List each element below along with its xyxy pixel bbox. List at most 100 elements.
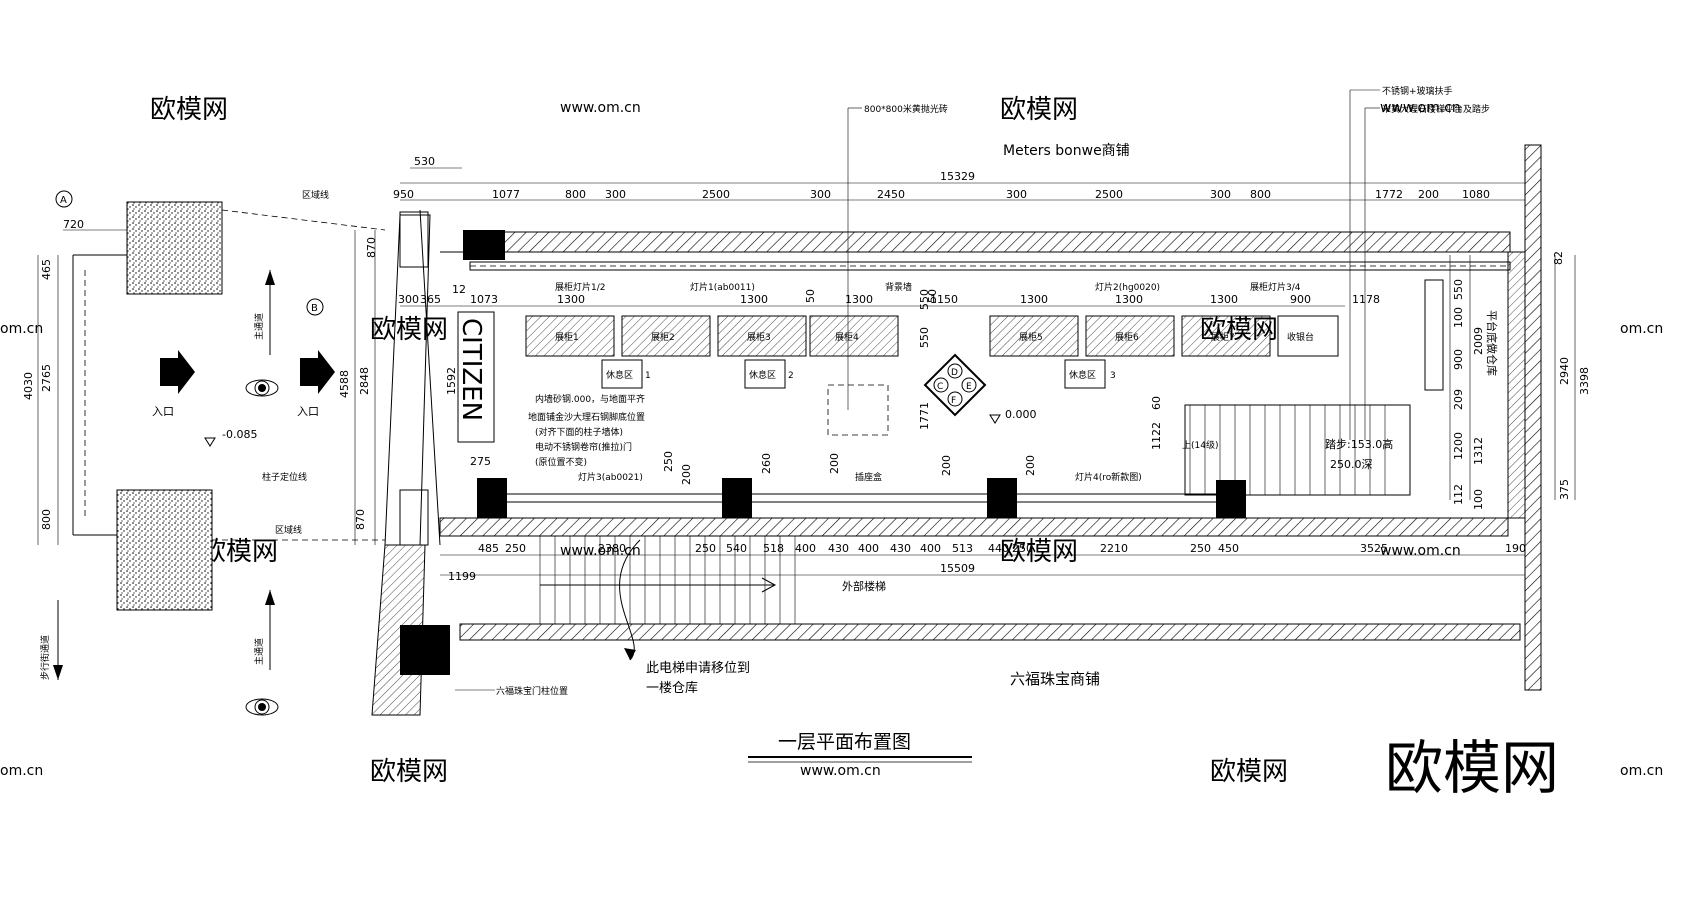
dim-right: 100 bbox=[1452, 307, 1465, 328]
entry-note: (原位置不变) bbox=[535, 456, 587, 468]
showcase-label: 展柜7 bbox=[1211, 331, 1235, 343]
dimensions-bottom: 485 250 2380 250 540 518 400 430 400 430… bbox=[440, 542, 1526, 576]
dim-misc: 200 bbox=[1024, 455, 1037, 476]
dim-right: 2009 bbox=[1472, 327, 1485, 355]
dim-misc: 200 bbox=[680, 464, 693, 485]
watermark-text: om.cn bbox=[0, 763, 43, 779]
entry-note: 内墙砂钢.000，与地面平齐 bbox=[535, 393, 645, 405]
dim-bottom: 450 bbox=[1218, 542, 1239, 555]
showcase-label: 展柜3 bbox=[747, 331, 771, 343]
light-label: 灯片1(ab0011) bbox=[690, 281, 755, 293]
dim-top: 2500 bbox=[702, 188, 730, 201]
entrance-label: 入口 bbox=[152, 405, 174, 418]
floor-tile-note: 800*800米黄抛光砖 bbox=[864, 103, 948, 115]
person-icon bbox=[245, 698, 279, 716]
dim-bottom: 250 bbox=[1190, 542, 1211, 555]
wall-right bbox=[1524, 144, 1542, 691]
dim-bottom-total: 15509 bbox=[940, 562, 975, 575]
watermark-text: www.om.cn bbox=[1380, 100, 1461, 116]
light-label: 展柜灯片1/2 bbox=[555, 281, 606, 293]
column-block bbox=[987, 478, 1017, 518]
compass-letter: E bbox=[966, 382, 972, 392]
dim-top: 1080 bbox=[1462, 188, 1490, 201]
dim-misc: 550 bbox=[918, 327, 931, 348]
axis-marker-b bbox=[306, 298, 324, 316]
dim-row2: 1300 bbox=[845, 293, 873, 306]
dim-misc: 550 bbox=[918, 289, 931, 310]
dim-row2: 1300 bbox=[1115, 293, 1143, 306]
watermarks: 欧模网 www.om.cn 欧模网 www.om.cn om.cn 欧模网 欧模… bbox=[0, 95, 1663, 787]
dim-bottom: 518 bbox=[763, 542, 784, 555]
column-bottom bbox=[116, 489, 213, 611]
wall-stair-bottom bbox=[459, 623, 1521, 641]
dim-right: 1200 bbox=[1452, 432, 1465, 460]
shop-walls bbox=[439, 144, 1542, 691]
watermark-text: www.om.cn bbox=[560, 100, 641, 116]
pedestrian-label: 步行街通道 bbox=[39, 635, 51, 680]
top-neighbor-label: Meters bonwe商铺 bbox=[1003, 143, 1130, 159]
axis-label-a: A bbox=[60, 195, 67, 206]
column-block bbox=[1216, 480, 1246, 518]
dim-top: 300 bbox=[810, 188, 831, 201]
watermark-text: 欧模网 bbox=[370, 315, 448, 345]
dim-top: 1772 bbox=[1375, 188, 1403, 201]
dim-row2: 1073 bbox=[470, 293, 498, 306]
dim-row2: 300 bbox=[398, 293, 419, 306]
brand-logo-text: 欧模网 bbox=[1385, 734, 1559, 802]
cashier-label: 收银台 bbox=[1287, 331, 1314, 343]
compass-letter: C bbox=[937, 382, 943, 392]
dim-misc: 275 bbox=[470, 455, 491, 468]
rest-area-label: 休息区 bbox=[749, 369, 776, 381]
light-label: 展柜灯片3/4 bbox=[1250, 281, 1301, 293]
dimensions-right: 82 550 100 2009 900 209 1200 1312 112 29… bbox=[1449, 251, 1591, 510]
watermark-text: om.cn bbox=[1620, 763, 1663, 779]
dim-bottom: 540 bbox=[726, 542, 747, 555]
dim-right: 3398 bbox=[1578, 367, 1591, 395]
showcase-label: 展柜4 bbox=[835, 331, 859, 343]
zone-line-label: 区域线 bbox=[302, 189, 329, 201]
tread-depth: 250.0深 bbox=[1330, 458, 1373, 471]
dim-bottom: 250 bbox=[505, 542, 526, 555]
dim-1199: 1199 bbox=[448, 570, 476, 583]
dim-top-total: 15329 bbox=[940, 170, 975, 183]
dim-top: 1077 bbox=[492, 188, 520, 201]
dim-bottom: 3525 bbox=[1360, 542, 1388, 555]
dim-4588: 4588 bbox=[338, 370, 351, 398]
external-stair-label: 外部楼梯 bbox=[842, 579, 886, 593]
dim-misc: 200 bbox=[940, 455, 953, 476]
entrance-arrow-icon bbox=[160, 350, 195, 394]
facade: 六福珠宝门柱位置 1199 bbox=[371, 209, 568, 716]
main-way-label: 主通道 bbox=[253, 313, 265, 340]
entrance-arrow-icon bbox=[300, 350, 335, 394]
showcase bbox=[1181, 315, 1271, 357]
tread-height: 踏步:153.0高 bbox=[1325, 437, 1393, 451]
dim-2765: 2765 bbox=[40, 364, 53, 392]
showcase-label: 展柜6 bbox=[1115, 331, 1139, 343]
cashier-counter bbox=[1277, 315, 1339, 357]
dim-right: 550 bbox=[1452, 279, 1465, 300]
internal-stair: 上(14级) 踏步:153.0高 250.0深 平台底做仓库 bbox=[1182, 279, 1499, 496]
socket-label: 插座盒 bbox=[855, 471, 882, 483]
watermark-text: www.om.cn bbox=[800, 763, 881, 779]
dim-1592: 1592 bbox=[445, 367, 458, 395]
citizen-logo-text: CITIZEN bbox=[456, 318, 486, 421]
dim-row2: 50 bbox=[926, 289, 939, 303]
dim-720: 720 bbox=[63, 218, 84, 231]
showcase-row: 展柜1 展柜2 展柜3 展柜4 展柜5 展柜6 展柜7 收银台 bbox=[525, 315, 1339, 357]
dimensions-top: 530 15329 950 1077 800 300 2500 300 2450… bbox=[393, 155, 1525, 201]
dim-bottom: 190 bbox=[1505, 542, 1526, 555]
dim-row2: 1300 bbox=[740, 293, 768, 306]
dimensions-row2: 300 365 12 1073 1300 50 1300 50 1300 115… bbox=[398, 283, 1380, 307]
light-label: 灯片3(ab0021) bbox=[578, 471, 643, 483]
compass-letter: F bbox=[951, 396, 956, 406]
level-inside: 0.000 bbox=[1005, 408, 1037, 421]
platform-store-label: 平台底做仓库 bbox=[1485, 310, 1499, 376]
dim-bottom: 2210 bbox=[1100, 542, 1128, 555]
elevator-note: 一楼仓库 bbox=[646, 680, 698, 696]
citizen-sign: CITIZEN 1592 bbox=[445, 311, 495, 443]
rest-area-label: 休息区 bbox=[606, 369, 633, 381]
entry-note: 电动不锈钢卷帘(推拉)门 bbox=[535, 441, 632, 453]
dim-top: 300 bbox=[1006, 188, 1027, 201]
dim-top: 2450 bbox=[877, 188, 905, 201]
showcase bbox=[809, 315, 899, 357]
